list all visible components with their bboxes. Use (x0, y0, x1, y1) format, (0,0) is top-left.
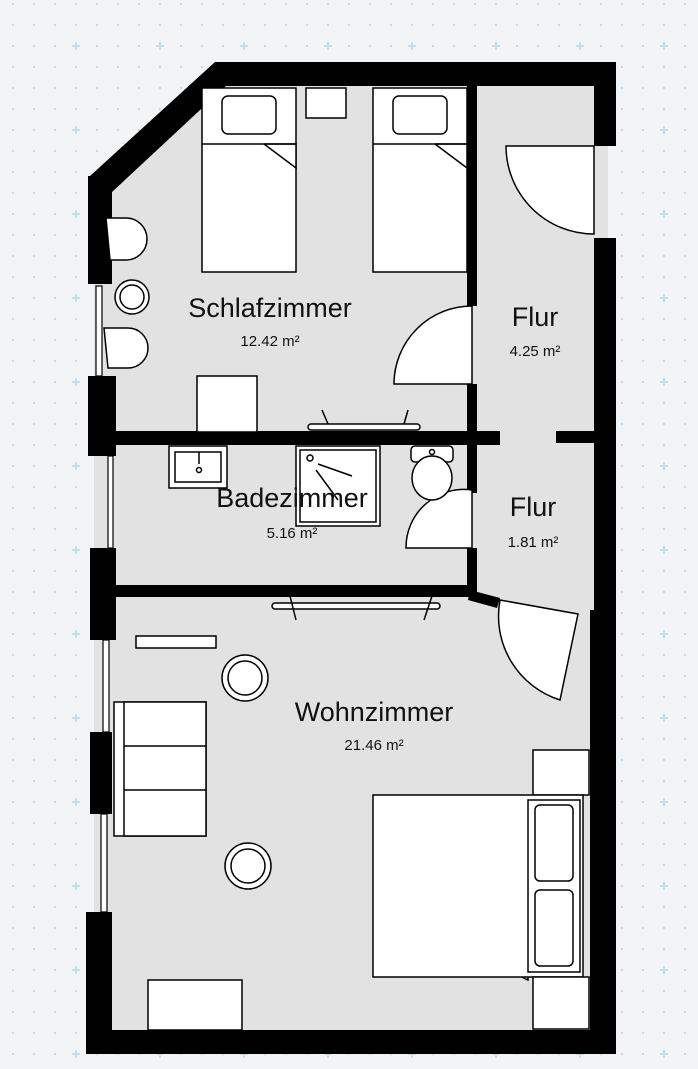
bed-left (201, 87, 297, 273)
bedroom-door (393, 305, 473, 385)
room-area-wohnzimmer: 21.46 m² (344, 737, 403, 754)
sideboard (147, 979, 243, 1031)
double-bed (372, 749, 590, 1030)
radiator-living (271, 595, 441, 621)
room-area-schlafzimmer: 12.42 m² (240, 333, 299, 350)
room-name-flur-1: Flur (512, 302, 559, 332)
sink (168, 445, 228, 489)
room-name-wohnzimmer: Wohnzimmer (295, 697, 454, 727)
chair-1 (105, 217, 148, 261)
chair-2 (103, 327, 149, 369)
room-area-badezimmer: 5.16 m² (267, 525, 318, 542)
room-name-badezimmer: Badezimmer (216, 483, 368, 513)
room-labels: Schlafzimmer 12.42 m² Flur 4.25 m² Badez… (188, 293, 560, 754)
nightstand (305, 87, 347, 119)
room-name-flur-2: Flur (510, 492, 557, 522)
windows (95, 285, 114, 913)
furniture (103, 87, 590, 1031)
desk (196, 375, 258, 433)
room-area-flur-1: 4.25 m² (510, 343, 561, 360)
living-room-door (497, 599, 579, 701)
bed-right (372, 87, 468, 273)
radiator-bedroom (307, 409, 421, 431)
bathroom-door (405, 488, 473, 549)
shelf (135, 635, 217, 649)
room-name-schlafzimmer: Schlafzimmer (188, 293, 352, 323)
sofa (113, 701, 207, 837)
toilet (410, 445, 454, 501)
shower (295, 445, 381, 527)
room-area-flur-2: 1.81 m² (508, 534, 559, 551)
entry-door (505, 145, 595, 235)
